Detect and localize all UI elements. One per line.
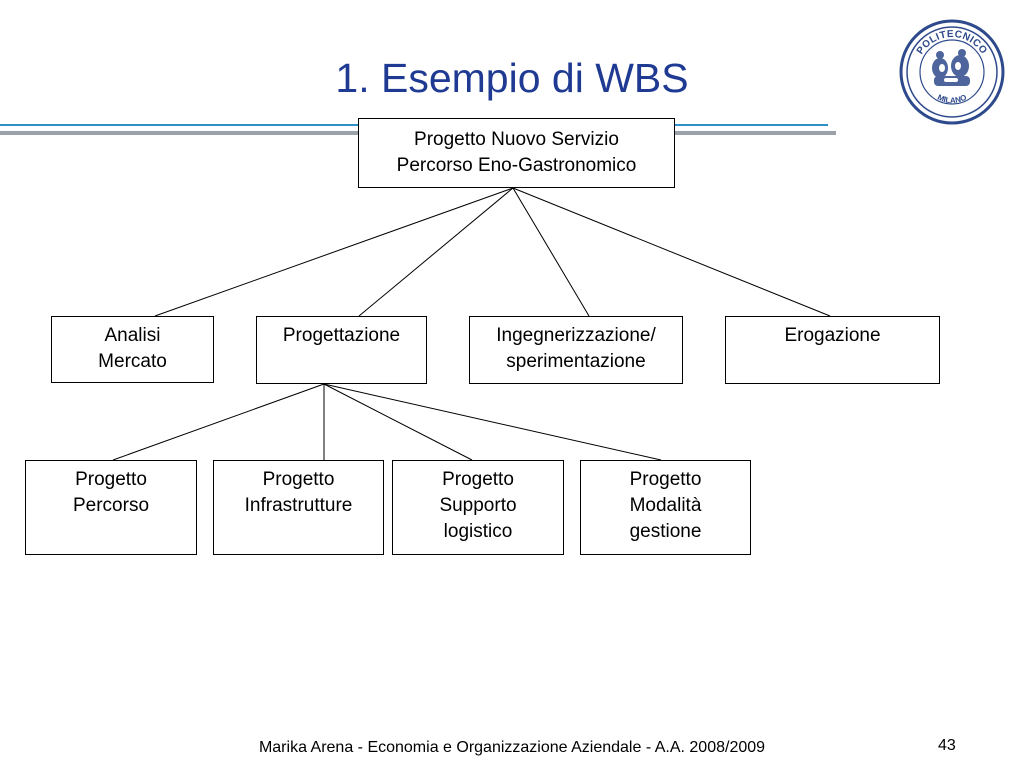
wbs-node-progetto-infrastrutture: Progetto Infrastrutture bbox=[213, 460, 384, 555]
svg-text:MILANO: MILANO bbox=[936, 93, 968, 105]
logo-text-bottom: MILANO bbox=[936, 93, 968, 105]
wbs-node-analisi-mercato: Analisi Mercato bbox=[51, 316, 214, 383]
wbs-node-progetto-supporto-logistico: Progetto Supporto logistico bbox=[392, 460, 564, 555]
connector-progettazione-percorso bbox=[112, 383, 325, 461]
wbs-node-progettazione: Progettazione bbox=[256, 316, 427, 384]
wbs-node-ingegnerizzazione: Ingegnerizzazione/ sperimentazione bbox=[469, 316, 683, 384]
politecnico-milano-seal-icon: POLITECNICO MILANO bbox=[899, 19, 1005, 125]
connector-root-analisi bbox=[154, 187, 514, 317]
page-number: 43 bbox=[938, 737, 956, 754]
wbs-node-erogazione: Erogazione bbox=[725, 316, 940, 384]
connector-progettazione-modalita bbox=[323, 383, 662, 461]
wbs-node-progetto-percorso: Progetto Percorso bbox=[25, 460, 197, 555]
connector-progettazione-supporto bbox=[323, 383, 473, 461]
slide-title: 1. Esempio di WBS bbox=[335, 55, 689, 101]
wbs-root-node: Progetto Nuovo Servizio Percorso Eno-Gas… bbox=[358, 118, 675, 188]
connector-root-ingegnerizzazione bbox=[512, 187, 590, 317]
connector-root-progettazione bbox=[358, 187, 514, 317]
connector-root-erogazione bbox=[512, 187, 831, 317]
wbs-node-progetto-modalita-gestione: Progetto Modalità gestione bbox=[580, 460, 751, 555]
slide-footer: Marika Arena - Economia e Organizzazione… bbox=[258, 739, 766, 756]
